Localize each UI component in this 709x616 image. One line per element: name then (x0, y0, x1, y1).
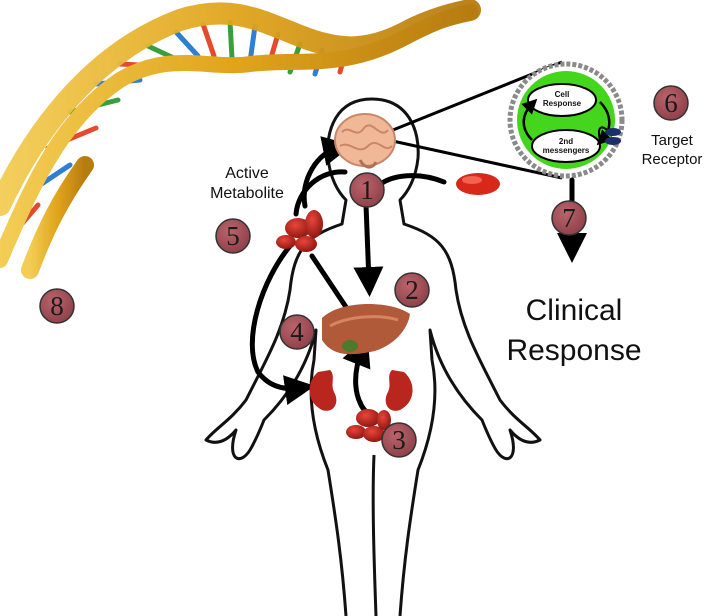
kidney-icon (309, 370, 413, 411)
active-metabolite-label-2: Metabolite (210, 185, 284, 202)
blood-cells-icon (276, 210, 323, 252)
badge-5: 5 (215, 218, 251, 254)
clinical-response-label-2: Response (506, 334, 641, 367)
cell-response-label-1: Cell (555, 90, 570, 99)
brain-icon (334, 113, 396, 169)
pill-icon (456, 173, 500, 195)
cell-icon: Cell Response 2nd messengers (507, 61, 625, 179)
badge-8: 8 (39, 288, 75, 324)
arrow-1-to-liver (353, 202, 384, 297)
svg-text:4: 4 (290, 317, 304, 347)
blood-cells-3-icon (346, 409, 391, 442)
badge-4: 4 (279, 314, 315, 350)
second-messengers-label-1: 2nd (559, 137, 573, 146)
arrow-5-to-kidney (249, 243, 315, 405)
target-receptor-label-1: Target (651, 132, 694, 149)
target-receptor-label-2: Receptor (642, 151, 703, 168)
badge-3: 3 (381, 422, 417, 458)
svg-text:1: 1 (360, 175, 374, 205)
second-messengers-label-2: messengers (543, 146, 590, 155)
arrow-5-from-1 (293, 169, 348, 217)
svg-text:2: 2 (405, 275, 419, 305)
badge-1: 1 (349, 172, 385, 208)
svg-text:5: 5 (226, 221, 240, 251)
svg-text:6: 6 (664, 88, 678, 118)
dna-helix-icon (0, 0, 481, 279)
svg-text:8: 8 (50, 291, 64, 321)
clinical-response-label-1: Clinical (526, 294, 623, 327)
badge-7: 7 (551, 200, 587, 236)
human-body-outline (204, 97, 542, 616)
badge-2: 2 (394, 272, 430, 308)
liver-icon (322, 303, 410, 355)
cell-response-label-2: Response (543, 99, 582, 108)
active-metabolite-label-1: Active (225, 165, 269, 182)
receptor-icon (605, 128, 621, 145)
arrow-to-brain (301, 136, 353, 209)
arrow-5-to-liver (309, 253, 351, 313)
badge-6: 6 (653, 85, 689, 121)
svg-text:7: 7 (562, 203, 576, 233)
svg-text:3: 3 (392, 425, 406, 455)
